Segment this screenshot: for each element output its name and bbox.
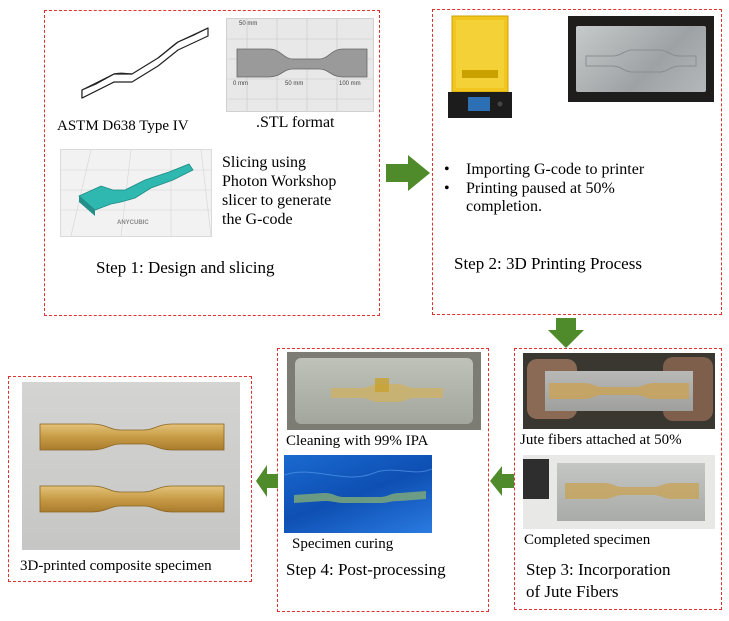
slicing-line-1: Slicing using [222,154,307,171]
step2-panel [432,9,722,315]
cleaning-photo [287,352,481,430]
bullet-item: Importing G-code to printer [440,160,644,179]
stl-caption: .STL format [256,114,335,131]
bullet-continuation: completion. [466,198,542,215]
slicer-logo: ANYCUBIC [117,220,149,226]
arrow-left-icon [490,466,514,496]
cleaning-caption: Cleaning with 99% IPA [286,433,429,449]
completed-specimen-photo [523,455,715,529]
step3-title-line2: of Jute Fibers [526,582,619,601]
stl-label-right: 100 mm [339,81,361,87]
jute-caption: Jute fibers attached at 50% [520,432,682,448]
curing-photo [284,455,432,533]
step3-title-line1: Step 3: Incorporation [526,560,671,579]
stl-label-zero: 0 mm [233,81,248,87]
completed-caption: Completed specimen [524,532,651,548]
arrow-right-icon [386,155,430,191]
slicing-line-2: Photon Workshop [222,173,337,190]
astm-caption: ASTM D638 Type IV [57,118,189,134]
final-caption: 3D-printed composite specimen [20,558,212,574]
step4-title: Step 4: Post-processing [286,560,446,579]
stl-render: 50 mm 0 mm 50 mm 100 mm [226,18,374,112]
step1-title: Step 1: Design and slicing [96,258,275,277]
step2-title: Step 2: 3D Printing Process [454,254,642,273]
astm-specimen-drawing [81,27,209,99]
bullet-text-2: Printing paused at 50% [466,180,615,197]
printer-photo [448,15,512,118]
bullet-text-1: Importing G-code to printer [466,161,645,178]
stl-label-mid: 50 mm [285,81,304,87]
build-plate-photo [568,16,714,102]
curing-caption: Specimen curing [292,536,394,552]
jute-fibers-photo [523,353,715,429]
slicing-line-3: slicer to generate [222,192,332,209]
arrow-down-icon [548,318,584,348]
step1-panel [44,10,380,316]
stl-label-top: 50 mm [239,21,258,27]
slicer-screenshot: ANYCUBIC [60,149,212,237]
step3-panel [514,348,722,610]
step2-bullets: Importing G-code to printer Printing pau… [440,160,644,198]
slicing-text: Slicing using Photon Workshop slicer to … [222,153,336,229]
slicing-line-4: the G-code [222,211,293,228]
bullet-item: Printing paused at 50% [440,179,644,198]
final-panel [8,376,252,582]
final-specimen-photo [22,382,240,550]
arrow-left-icon [256,465,278,497]
